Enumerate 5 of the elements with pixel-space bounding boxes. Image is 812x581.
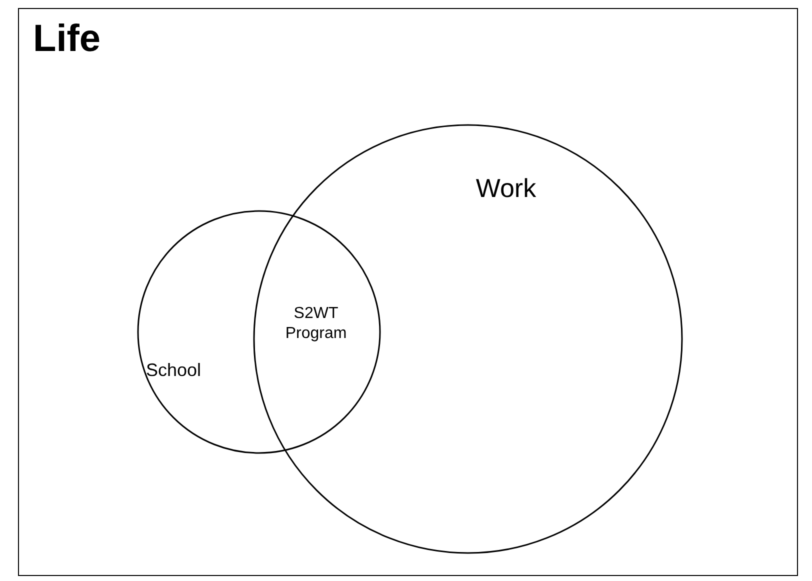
overlap-label: S2WT Program: [284, 304, 348, 344]
circle-label: School: [146, 360, 202, 382]
frame-box: [18, 8, 798, 576]
circle-label: Work: [476, 173, 536, 204]
frame-title: Life: [33, 18, 101, 62]
